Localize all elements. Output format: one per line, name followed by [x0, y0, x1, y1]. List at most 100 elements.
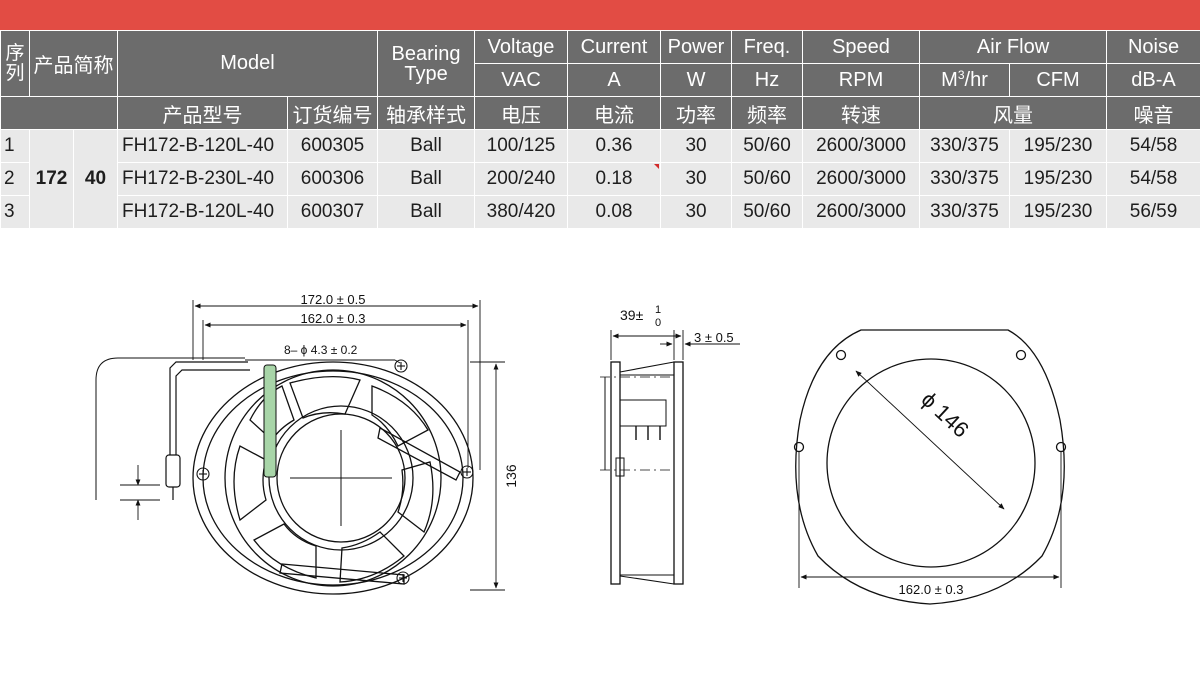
back-plate: [795, 329, 1065, 605]
row-m3hr: 330/375: [919, 162, 1011, 196]
row-power: 30: [660, 129, 733, 163]
cn-freq: 频率: [731, 96, 804, 130]
fan-blade: [397, 461, 434, 534]
row-speed: 2600/3000: [802, 195, 921, 229]
header-row-units: VAC A W Hz RPM M3/hr CFM dB-A: [1, 63, 1200, 97]
fan-blade: [371, 385, 429, 447]
fan-blade: [233, 445, 267, 522]
row-voltage: 380/420: [474, 195, 569, 229]
technical-drawing: 172.0 ± 0.5 162.0 ± 0.3 8– ϕ 4.3 ± 0.2 1…: [95, 292, 1067, 605]
mounting-holes: [196, 359, 474, 585]
fan-hub-ring: [268, 405, 414, 551]
header-current: Current: [567, 30, 662, 64]
row-index: 3: [0, 195, 30, 229]
spoke: [377, 427, 461, 481]
dim-depth-tol-lower: 0: [655, 317, 661, 329]
unit-m3-base: M: [941, 68, 958, 91]
table-row: 3 FH172-B-120L-40 600307 Ball 380/420 0.…: [0, 195, 1200, 229]
dim-depth-base: 39±: [620, 307, 644, 323]
hole: [835, 349, 847, 361]
header-row-cn: 产品型号 订货编号 轴承样式 电压 电流 功率 频率 转速 风量 噪音: [0, 96, 1200, 130]
header-noise: Noise: [1106, 30, 1200, 64]
side-flange-front: [610, 361, 621, 585]
cn-current: 电流: [567, 96, 662, 130]
header-index: 序列: [0, 30, 30, 97]
side-connector: [615, 457, 625, 477]
row-cfm: 195/230: [1009, 129, 1108, 163]
unit-a: A: [567, 63, 662, 97]
row-model: FH172-B-120L-40: [117, 195, 288, 229]
spec-table: 序列 产品简称 Model Bearing Type Voltage Curre…: [0, 30, 1200, 229]
row-order: 600306: [286, 162, 379, 196]
cn-order: 订货编号: [286, 96, 379, 130]
header-row-1: 序列 产品简称 Model Bearing Type Voltage Curre…: [0, 30, 1200, 97]
row-noise: 54/58: [1106, 129, 1200, 163]
fan-housing-outer: [192, 361, 474, 595]
row-noise: 54/58: [1106, 162, 1200, 196]
row-power: 30: [660, 162, 733, 196]
row-index: 2: [0, 162, 30, 196]
dim-height: 136: [503, 464, 519, 488]
header-model: Model: [116, 30, 379, 97]
product-size: 172: [29, 129, 74, 229]
row-order: 600307: [286, 195, 379, 229]
cn-noise: 噪音: [1106, 96, 1200, 130]
dim-diameter: ϕ 146: [916, 387, 973, 443]
fan-blade: [253, 523, 317, 579]
header-freq: Freq.: [731, 30, 804, 64]
row-freq: 50/60: [731, 162, 804, 196]
row-freq: 50/60: [731, 129, 804, 163]
wire-guide: [95, 357, 245, 500]
unit-vac: VAC: [474, 63, 569, 97]
cn-model: 产品型号: [117, 96, 288, 130]
fan-inlet: [224, 369, 442, 587]
hole: [1055, 441, 1067, 453]
dim-flange: 3 ± 0.5: [694, 330, 734, 345]
row-current: 0.08: [567, 195, 662, 229]
dim-depth: 39±: [620, 307, 644, 323]
row-speed: 2600/3000: [802, 129, 921, 163]
dim-back-width: 162.0 ± 0.3: [899, 582, 964, 597]
unit-hz: Hz: [731, 63, 804, 97]
row-speed: 2600/3000: [802, 162, 921, 196]
row-current: 0.36: [567, 129, 662, 163]
row-bearing: Ball: [377, 129, 476, 163]
fan-blade: [339, 531, 405, 583]
unit-m3-sup: 3: [957, 67, 965, 82]
header-airflow: Air Flow: [919, 30, 1108, 64]
label-tab: [263, 364, 277, 478]
row-noise: 56/59: [1106, 195, 1200, 229]
dim-width-outer: 172.0 ± 0.5: [301, 292, 366, 307]
side-view: [600, 330, 740, 585]
row-bearing: Ball: [377, 162, 476, 196]
cn-bearing: 轴承样式: [377, 96, 476, 130]
row-index: 1: [0, 129, 30, 163]
cn-voltage: 电压: [474, 96, 569, 130]
cn-power: 功率: [660, 96, 733, 130]
row-freq: 50/60: [731, 195, 804, 229]
diameter-line: [855, 370, 1005, 510]
row-current: 0.18: [567, 162, 662, 196]
side-motor: [619, 399, 667, 427]
table-row: 1 172 40 FH172-B-120L-40 600305 Ball 100…: [0, 129, 1200, 229]
header-voltage: Voltage: [474, 30, 569, 64]
fan-blade: [289, 375, 361, 419]
header-brief: 产品简称: [29, 30, 118, 97]
header-bearing: Bearing Type: [377, 30, 476, 97]
back-aperture: [826, 358, 1036, 568]
dim-holes: 8– ϕ 4.3 ± 0.2: [284, 343, 358, 357]
row-power: 30: [660, 195, 733, 229]
unit-cfm: CFM: [1009, 63, 1108, 97]
row-m3hr: 330/375: [919, 129, 1011, 163]
top-accent-bar: [0, 0, 1200, 30]
row-voltage: 200/240: [474, 162, 569, 196]
row-voltage: 100/125: [474, 129, 569, 163]
product-thickness: 40: [73, 129, 118, 229]
connector: [165, 454, 181, 488]
unit-rpm: RPM: [802, 63, 921, 97]
row-model: FH172-B-120L-40: [117, 129, 288, 163]
dim-width-inner: 162.0 ± 0.3: [301, 311, 366, 326]
row-model: FH172-B-230L-40: [117, 162, 288, 196]
hole: [793, 441, 805, 453]
header-power: Power: [660, 30, 733, 64]
